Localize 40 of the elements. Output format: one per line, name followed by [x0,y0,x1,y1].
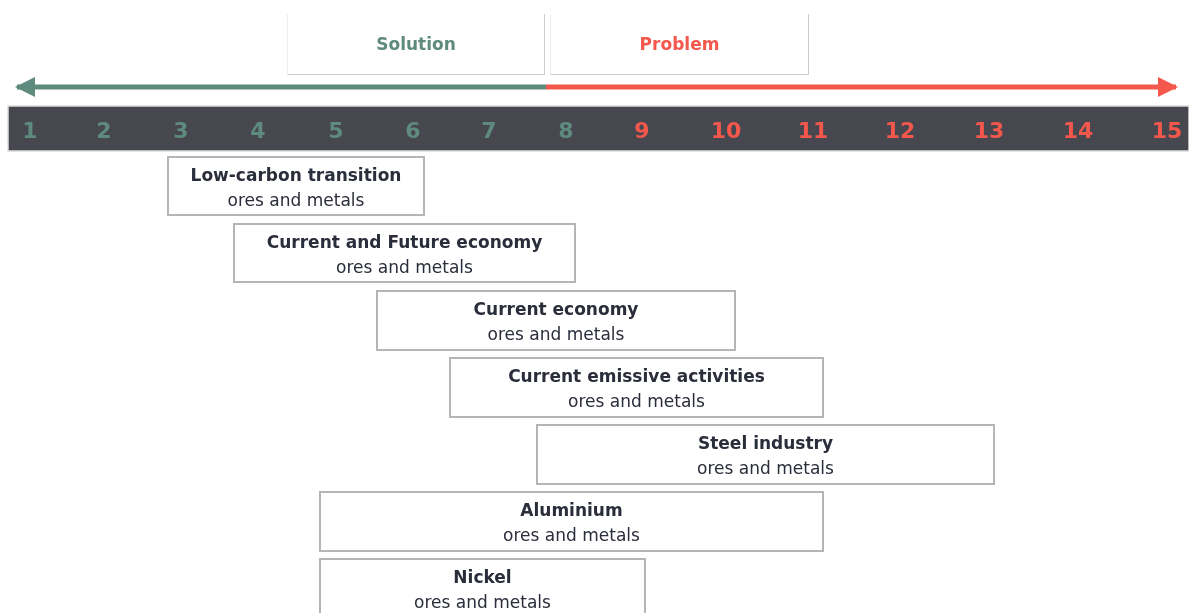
box-subtitle: ores and metals [697,457,834,480]
scale-number: 3 [173,117,189,145]
box-subtitle: ores and metals [414,591,551,613]
scale-number: 6 [405,117,421,145]
box-heading: Current emissive activities [508,365,765,388]
range-box [167,156,425,216]
box-heading: Aluminium [520,499,623,522]
box-heading: Steel industry [697,432,834,455]
scale-number: 13 [973,117,1005,145]
range-box [319,491,824,552]
scale-number: 10 [710,117,742,145]
box-subtitle: ores and metals [336,256,473,279]
scale-number: 2 [96,117,112,145]
scale-number: 7 [481,117,497,145]
range-box [536,424,995,485]
scale-number: 14 [1062,117,1094,145]
scale-number: 12 [884,117,916,145]
category-label: Problem [639,32,720,56]
range-box [319,558,646,613]
box-heading: Current economy [473,298,639,321]
range-box [376,290,736,351]
category-box [287,14,545,75]
box-heading: Current and Future economy [266,231,543,254]
scale-number: 5 [328,117,344,145]
range-box [449,357,824,418]
box-heading: Low-carbon transition [190,164,402,187]
category-label: Solution [376,32,456,56]
box-subtitle: ores and metals [227,189,365,212]
category-box [550,14,809,75]
scale-number: 1 [22,117,38,145]
box-heading: Nickel [453,566,512,589]
scale-number: 4 [250,117,266,145]
scale-number: 15 [1151,117,1183,145]
box-subtitle: ores and metals [487,323,625,346]
box-subtitle: ores and metals [568,390,705,413]
scale-number: 8 [558,117,574,145]
scale-number: 9 [634,117,650,145]
scale-number: 11 [797,117,829,145]
box-subtitle: ores and metals [503,524,640,547]
range-box [233,223,576,283]
